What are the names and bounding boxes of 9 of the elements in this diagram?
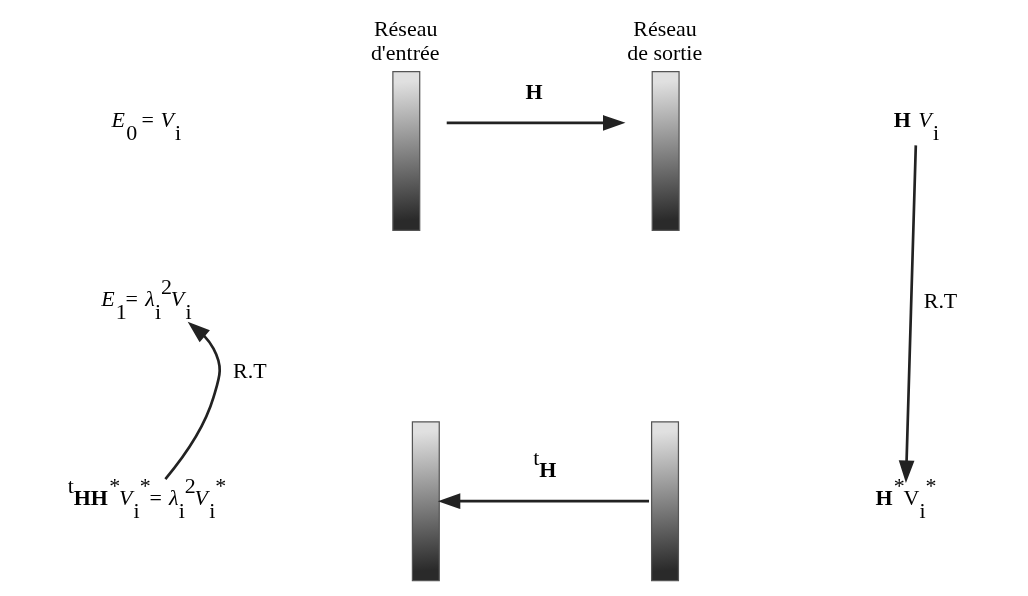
edge-label: H (525, 78, 543, 104)
edge-label: R.T (233, 358, 267, 384)
arrow (898, 145, 918, 483)
node-label: Réseau de sortie (627, 15, 703, 65)
arrow (437, 493, 649, 510)
arrow (164, 321, 222, 480)
arrow (446, 115, 626, 131)
edge-label: R.T (923, 287, 958, 313)
node-label: Réseau d'entrée (370, 15, 440, 65)
